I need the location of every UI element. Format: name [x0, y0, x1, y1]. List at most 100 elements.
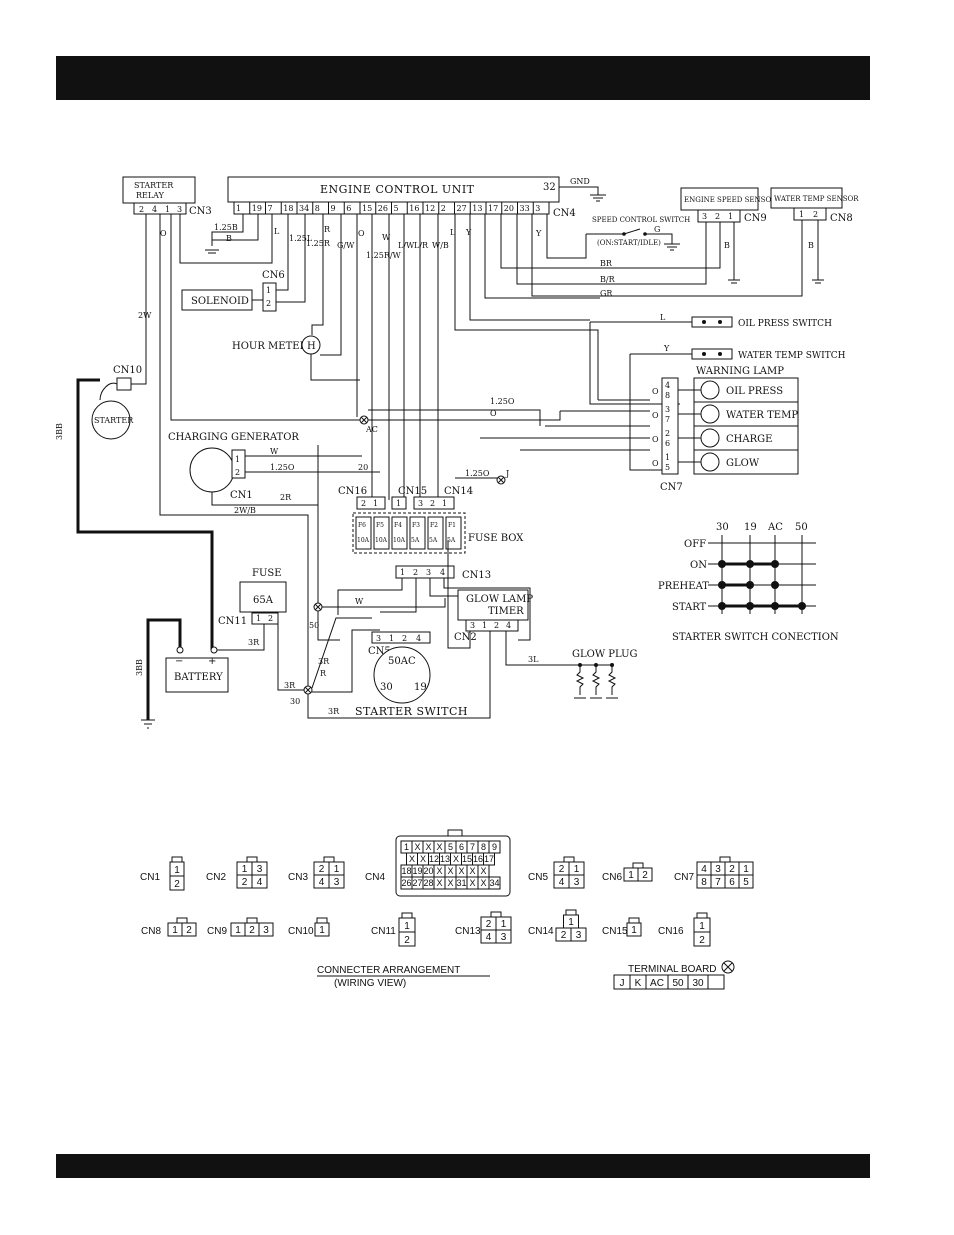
- wire-label-w-50: W: [355, 597, 364, 606]
- wire-label-l-r: L/R: [414, 241, 429, 250]
- connector-pin: 2: [186, 925, 192, 936]
- ssc-title: STARTER SWITCH CONECTION: [672, 632, 839, 643]
- starter-switch-left: 30: [380, 682, 393, 693]
- ecu-connector-label: CN4: [553, 208, 576, 219]
- connector-latch: [246, 856, 258, 863]
- connector-pin: 2: [174, 879, 180, 890]
- connector-latch: [176, 917, 188, 924]
- wire-label-1-25l: 1.25L: [289, 234, 313, 243]
- cn14-pin-2: 2: [430, 499, 435, 508]
- cn3-pin-4: 4: [152, 205, 157, 214]
- wire-label-l: L: [274, 227, 280, 236]
- fuse-rating: 65A: [253, 595, 274, 606]
- terminal-board-label: J: [620, 978, 625, 989]
- battery-plus: +: [208, 656, 216, 667]
- connector-name: CN14: [528, 926, 554, 937]
- connector-pin: 6: [459, 842, 464, 852]
- cn14-label: CN14: [444, 486, 473, 497]
- connector-pin: 3: [576, 930, 582, 941]
- cn7-pin-8: 8: [665, 391, 670, 400]
- connector-latch: [632, 862, 644, 869]
- wire-label-1-25o-j: 1.25O: [465, 469, 490, 478]
- cn7-pin-6: 6: [665, 439, 670, 448]
- connector-pin: X: [425, 842, 431, 852]
- gnd-label: GND: [570, 177, 590, 186]
- connector-pin: X: [447, 878, 453, 888]
- wire-label-y-water: Y: [663, 344, 670, 353]
- water-temp-switch-label: WATER TEMP SWITCH: [738, 351, 846, 361]
- water-temp-sensor-title: WATER TEMP SENSOR: [774, 195, 859, 203]
- glow-plug-label: GLOW PLUG: [572, 649, 638, 660]
- fuse-name: F6: [358, 522, 366, 529]
- connector-pin: 2: [486, 919, 492, 930]
- ecu-gnd-pin: 32: [543, 182, 556, 193]
- cn3-pin-2: 2: [139, 205, 144, 214]
- starter-relay: STARTER RELAY 2 4 1 3 CN3: [122, 176, 212, 217]
- wire-label-w-b: W/B: [432, 241, 449, 250]
- cn3-pin-1: 1: [165, 205, 170, 214]
- connector-pin: 1: [628, 870, 634, 881]
- ecu-pin: 27: [457, 204, 467, 213]
- wire-label-o-lamp-1: O: [652, 387, 659, 396]
- ecu-pin: 19: [252, 204, 262, 213]
- cn5-pin-2: 2: [402, 634, 407, 643]
- wire-label-3r-1: 3R: [248, 638, 260, 647]
- terminal-board-label: AC: [650, 978, 664, 989]
- wire-label-w-gen: W: [270, 447, 279, 456]
- connector-name: CN11: [371, 926, 396, 937]
- connector-pin: 20: [423, 866, 433, 876]
- connector-name: CN9: [207, 926, 227, 937]
- connector-pin: 2: [729, 864, 735, 875]
- connector-pin: X: [436, 878, 442, 888]
- fuse-label: FUSE: [252, 568, 282, 579]
- connector-pin-cell: [488, 876, 501, 890]
- header-bar: [56, 56, 870, 100]
- wire-label-b-sensor: B: [724, 241, 730, 250]
- cn16-pin-1: 1: [373, 499, 378, 508]
- connector-pin: 8: [701, 877, 707, 888]
- connector-pin: 4: [257, 877, 263, 888]
- wire-label-3l: 3L: [528, 655, 539, 664]
- starter-switch-label: STARTER SWITCH: [355, 705, 468, 718]
- cn6-label: CN6: [262, 270, 285, 281]
- connector-pin: 1: [319, 925, 325, 936]
- cn2-pin-3: 3: [470, 621, 475, 630]
- battery-minus: −: [175, 656, 183, 667]
- connector-pin: 1: [501, 919, 507, 930]
- cn13-pin-3: 3: [426, 568, 431, 577]
- wire-label-2w-b: 2W/B: [234, 506, 256, 515]
- connector-latch: [719, 856, 731, 863]
- connector-pin: 5: [743, 877, 749, 888]
- wire-label-3r-2: 3R: [284, 681, 296, 690]
- warning-lamp: WARNING LAMP OIL PRESS WATER TEMP CHARGE…: [480, 366, 799, 493]
- cn16-label: CN16: [338, 486, 367, 497]
- ecu-pin: 34: [299, 204, 309, 213]
- connector-pin: X: [447, 866, 453, 876]
- wire-label-y: Y: [465, 228, 472, 237]
- connector-pin: X: [436, 842, 442, 852]
- connector-pin: 2: [699, 935, 705, 946]
- hour-meter-label: HOUR METER: [232, 341, 308, 352]
- ecu-pin: 16: [409, 204, 419, 213]
- wire-label-20: 20: [358, 463, 368, 472]
- cn5-label: CN5: [368, 646, 391, 657]
- connector-latch: [316, 917, 328, 924]
- cn9-pin-2: 2: [715, 212, 720, 221]
- charging-generator: CHARGING GENERATOR 1 2 CN1 W 1.25O 2R 2W…: [168, 432, 380, 641]
- ecu-pin: 26: [378, 204, 388, 213]
- cn13-pin-2: 2: [413, 568, 418, 577]
- wire-label-y-2: Y: [535, 229, 542, 238]
- connector-pin: 4: [701, 864, 707, 875]
- battery-label: BATTERY: [174, 672, 223, 683]
- cn13-pin-1: 1: [400, 568, 405, 577]
- connector-pin: 4: [319, 877, 325, 888]
- cn7-label: CN7: [660, 482, 683, 493]
- connector-pin-cell: [398, 931, 416, 947]
- ecu-pin: 1: [236, 204, 241, 213]
- starter-relay-title-2: RELAY: [136, 191, 165, 200]
- fuse-cell: [373, 516, 390, 550]
- cn5-pin-1: 1: [389, 634, 394, 643]
- connector-pin: X: [480, 866, 486, 876]
